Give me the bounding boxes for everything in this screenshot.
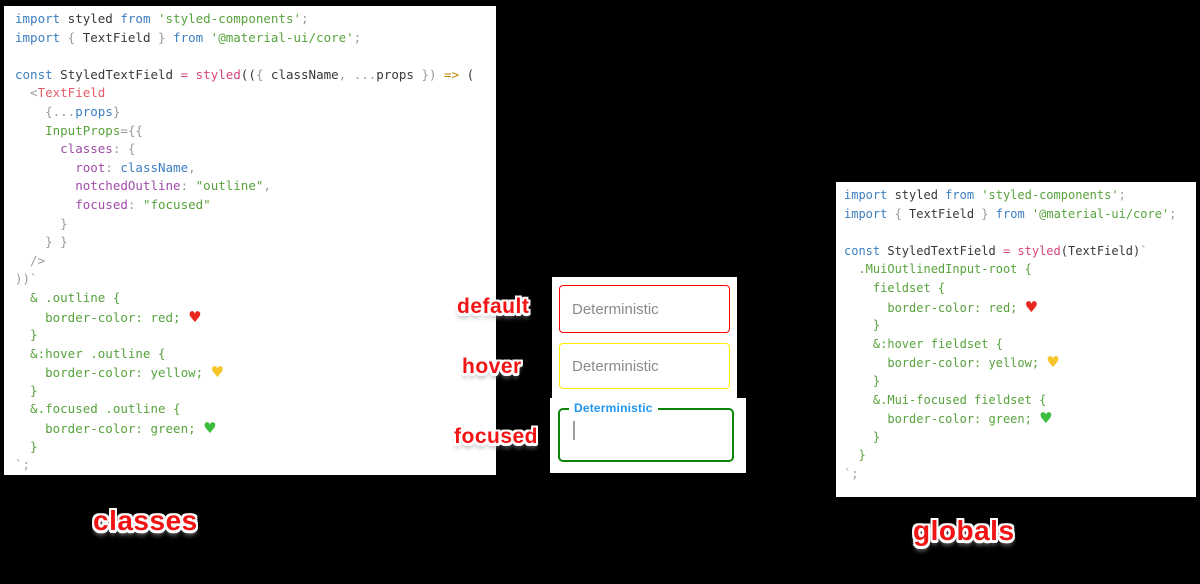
code-line: .MuiOutlinedInput-root {: [844, 262, 1032, 277]
text-caret: [573, 421, 575, 440]
code-line: }: [15, 327, 38, 343]
code-line: }: [844, 429, 881, 444]
left-code-panel: import styled from 'styled-components'; i…: [4, 6, 496, 475]
code-line: fieldset {: [844, 280, 946, 295]
code-line: const StyledTextField = styled(TextField…: [844, 243, 1148, 258]
code-line: import styled from 'styled-components';: [844, 188, 1126, 202]
code-line: {...props}: [15, 103, 121, 119]
code-line: />: [15, 252, 46, 268]
annotation-hover: hover: [462, 355, 522, 378]
code-line: }: [844, 448, 866, 463]
code-line: const StyledTextField = styled(({ classN…: [15, 66, 475, 82]
code-line: ))`: [15, 271, 38, 287]
code-line: [844, 223, 1196, 242]
code-line: &.focused .outline {: [15, 401, 181, 417]
code-line: }: [15, 382, 38, 398]
annotation-default: default: [457, 295, 530, 318]
textfield-default[interactable]: [559, 285, 730, 333]
textfield-focused[interactable]: Deterministic: [558, 401, 734, 462]
code-line: InputProps={{: [15, 122, 143, 138]
textfield-hover-input[interactable]: [560, 357, 729, 375]
code-line: classes: {: [15, 141, 136, 157]
annotation-classes: classes: [93, 505, 198, 536]
code-line: border-color: yellow; ♥: [15, 363, 225, 382]
code-line: }: [15, 215, 68, 231]
textfield-focused-label: Deterministic: [569, 401, 658, 415]
code-line: border-color: yellow; ♥: [844, 353, 1060, 372]
code-line: border-color: red; ♥: [844, 297, 1039, 316]
code-line: &:hover .outline {: [15, 345, 166, 361]
code-line: & .outline {: [15, 289, 121, 305]
annotation-globals: globals: [913, 515, 1015, 546]
code-line: root: className,: [15, 159, 196, 175]
code-line: } }: [15, 234, 68, 250]
code-line: border-color: green; ♥: [15, 419, 217, 438]
right-code-panel: import styled from 'styled-components'; i…: [836, 182, 1196, 497]
left-code: import styled from 'styled-components'; i…: [4, 6, 496, 475]
textfield-focused-input[interactable]: [560, 426, 732, 444]
code-line: notchedOutline: "outline",: [15, 178, 271, 194]
code-line: focused: "focused": [15, 196, 211, 212]
code-line: border-color: green; ♥: [844, 409, 1053, 428]
right-code: import styled from 'styled-components'; i…: [836, 182, 1196, 484]
code-line: <TextField: [15, 85, 106, 101]
code-line: }: [15, 438, 38, 454]
code-line: [15, 47, 496, 66]
code-line: &.Mui-focused fieldset {: [844, 392, 1047, 407]
code-line: `;: [15, 457, 31, 473]
annotation-focused: focused: [454, 425, 539, 448]
code-line: import { TextField } from '@material-ui/…: [844, 206, 1177, 221]
code-line: border-color: red; ♥: [15, 307, 202, 326]
code-line: `;: [844, 466, 859, 481]
code-line: &:hover fieldset {: [844, 336, 1003, 351]
textfield-default-input[interactable]: [560, 300, 729, 318]
code-line: import styled from 'styled-components';: [15, 11, 309, 26]
code-line: }: [844, 373, 881, 388]
code-line: import { TextField } from '@material-ui/…: [15, 29, 362, 45]
code-line: }: [844, 318, 881, 333]
textfield-hover[interactable]: [559, 343, 730, 389]
